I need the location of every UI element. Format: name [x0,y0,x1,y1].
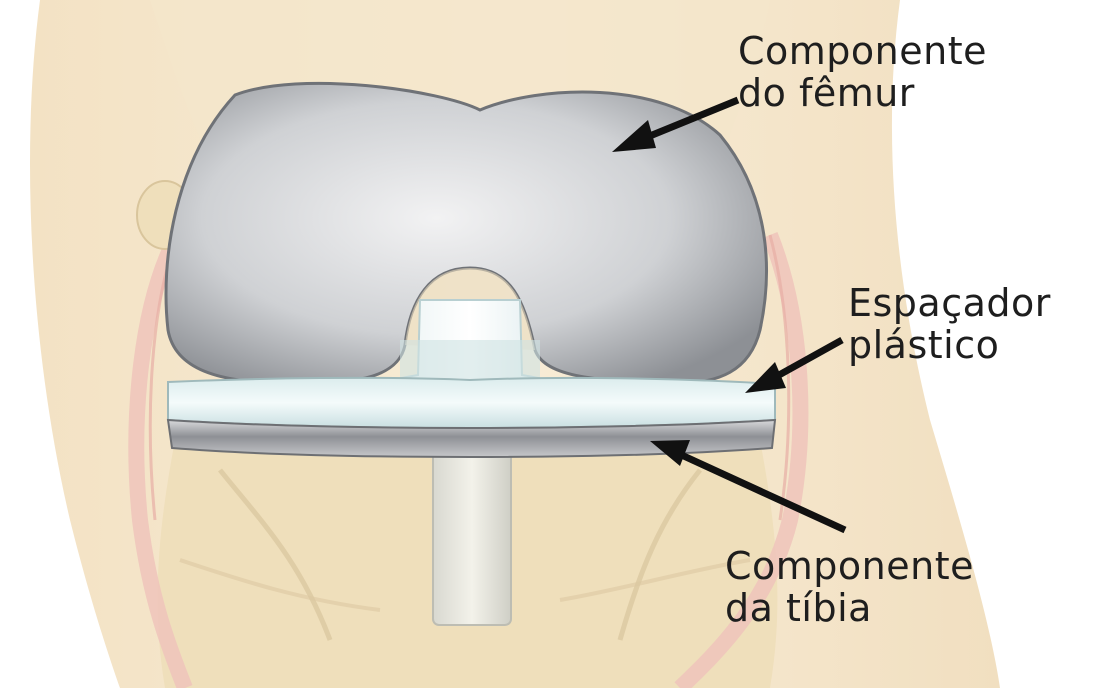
label-plastic-spacer-line2: plástico [848,324,1051,366]
plastic-spacer [168,378,775,428]
label-femoral-component-line2: do fêmur [738,72,987,114]
label-tibial-component-line1: Componente [725,545,974,587]
label-femoral-component: Componente do fêmur [738,30,987,114]
label-plastic-spacer: Espaçador plástico [848,282,1051,366]
label-tibial-component: Componente da tíbia [725,545,974,629]
label-plastic-spacer-line1: Espaçador [848,282,1051,324]
tibial-stem [433,440,511,625]
label-femoral-component-line1: Componente [738,30,987,72]
label-tibial-component-line2: da tíbia [725,587,974,629]
